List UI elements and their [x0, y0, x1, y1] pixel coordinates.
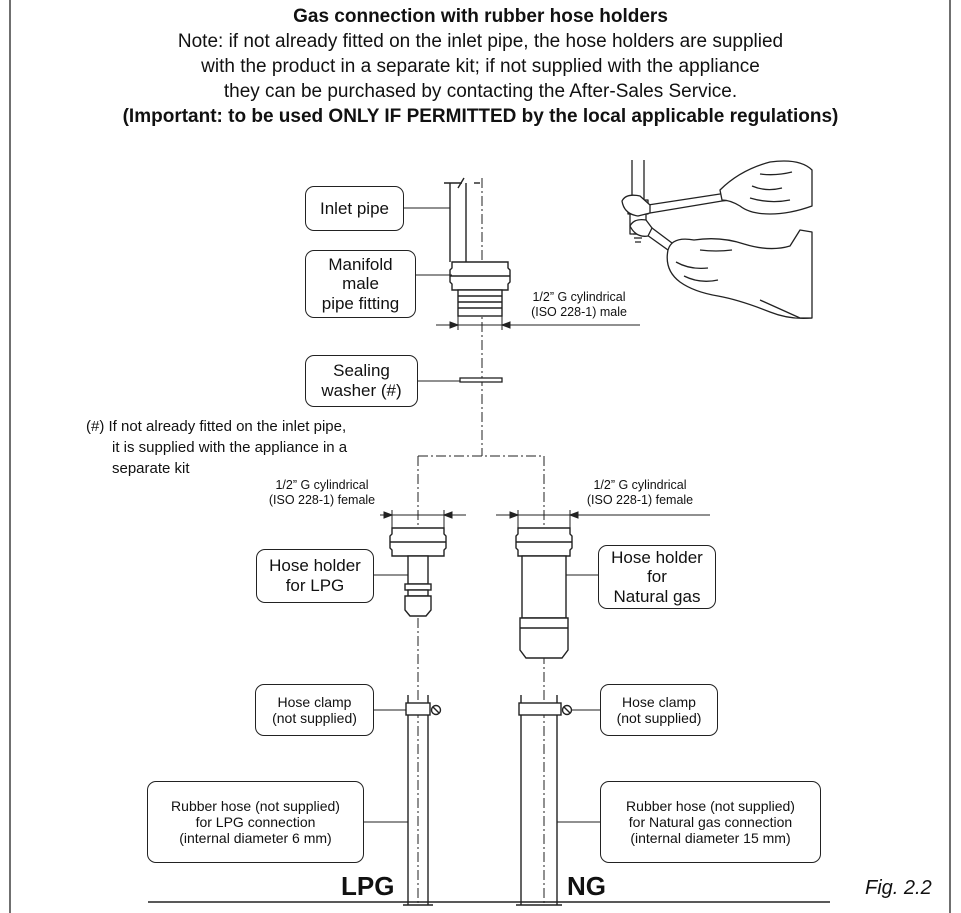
- important-notice: (Important: to be used ONLY IF PERMITTED…: [122, 106, 839, 127]
- manifold-fitting-drawing: [449, 261, 511, 317]
- inlet-pipe-label: Inlet pipe: [305, 186, 404, 231]
- ng-female-dimension: [496, 510, 710, 528]
- lpg-hose-clamp-drawing: [405, 702, 442, 716]
- footnote-line-1: (#) If not already fitted on the inlet p…: [86, 418, 347, 435]
- rubber-hose-ng-label: Rubber hose (not supplied) for Natural g…: [600, 781, 821, 863]
- hose-holder-ng-label: Hose holder for Natural gas: [598, 545, 716, 609]
- hose-clamp-lpg-label: Hose clamp (not supplied): [255, 684, 374, 736]
- sealing-washer-label: Sealing washer (#): [305, 355, 418, 407]
- lpg-female-dimension: [380, 510, 466, 528]
- figure-caption: Fig. 2.2: [865, 877, 932, 899]
- hose-clamp-ng-label: Hose clamp (not supplied): [600, 684, 718, 736]
- ng-rubber-hose-drawing: [516, 695, 562, 906]
- hands-with-wrenches-illustration: [621, 160, 813, 320]
- lpg-female-thread-label: 1/2” G cylindrical (ISO 228-1) female: [268, 478, 376, 507]
- male-thread-label: 1/2” G cylindrical (ISO 228-1) male: [531, 290, 627, 319]
- hose-holder-lpg-label: Hose holder for LPG: [256, 549, 374, 603]
- note-line-2: with the product in a separate kit; if n…: [201, 56, 760, 77]
- page-title: Gas connection with rubber hose holders: [293, 6, 668, 27]
- inlet-pipe: [444, 177, 480, 262]
- ng-base-label: NG: [567, 871, 606, 901]
- ng-hose-holder-drawing: [515, 527, 573, 659]
- footnote-line-3: separate kit: [112, 460, 190, 477]
- footnote-line-2: it is supplied with the appliance in a: [112, 439, 348, 456]
- manifold-fitting-label: Manifold male pipe fitting: [305, 250, 416, 318]
- note-line-1: Note: if not already fitted on the inlet…: [177, 31, 784, 52]
- male-thread-dimension: [436, 316, 640, 330]
- leader-lines: [364, 207, 600, 823]
- lpg-rubber-hose-drawing: [403, 695, 433, 906]
- lpg-hose-holder-drawing: [389, 527, 447, 617]
- lpg-base-label: LPG: [341, 871, 395, 901]
- sealing-washer-drawing: [459, 377, 503, 383]
- ng-female-thread-label: 1/2” G cylindrical (ISO 228-1) female: [586, 478, 694, 507]
- page-frame: [9, 0, 951, 913]
- ng-hose-clamp-drawing: [518, 702, 573, 716]
- rubber-hose-lpg-label: Rubber hose (not supplied) for LPG conne…: [147, 781, 364, 863]
- note-line-3: they can be purchased by contacting the …: [223, 81, 738, 102]
